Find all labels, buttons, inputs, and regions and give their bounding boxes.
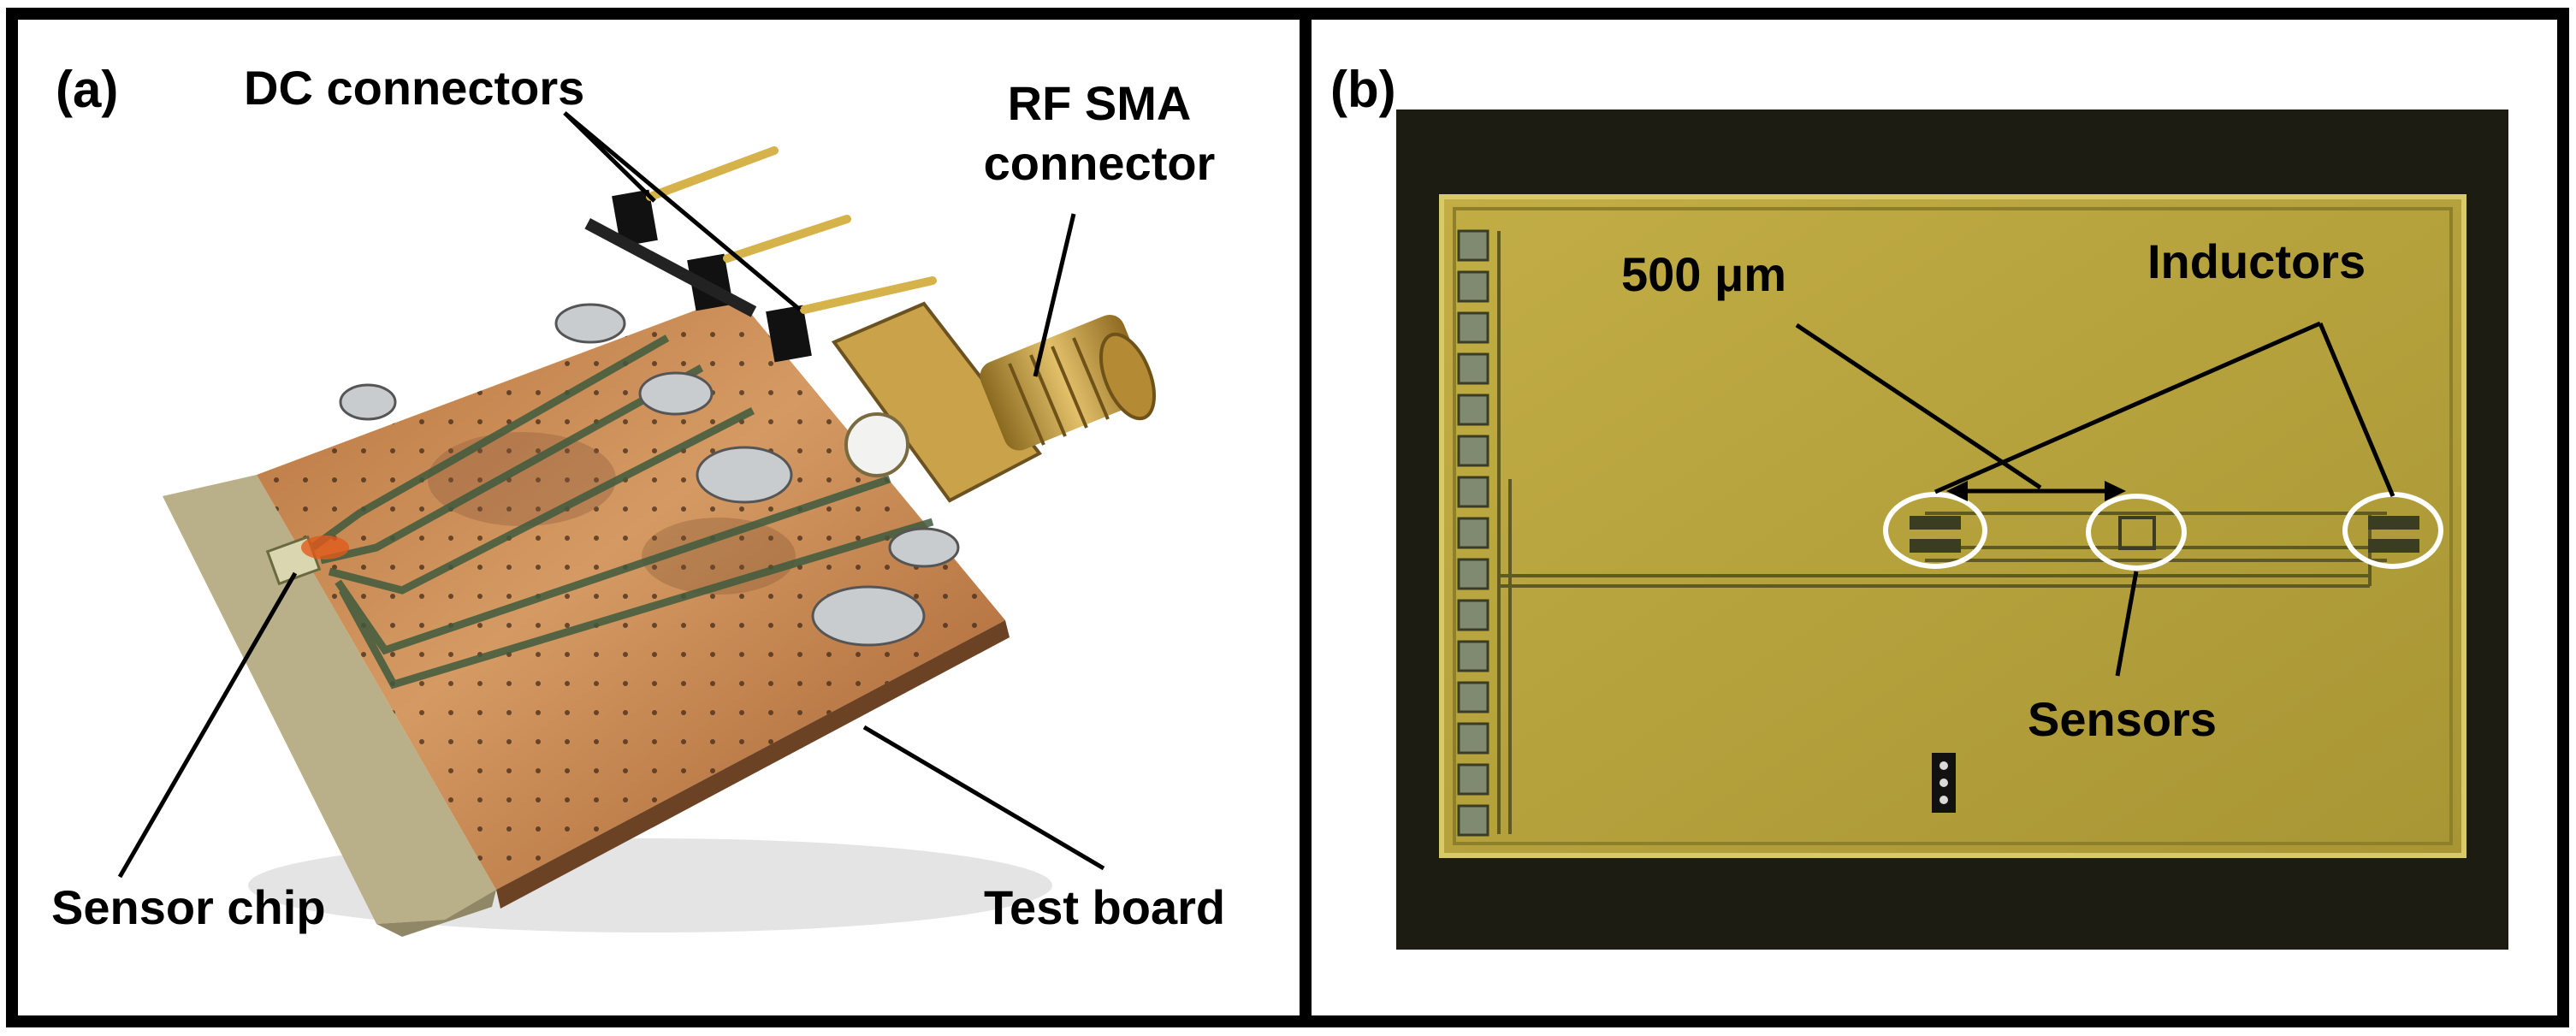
label-inductors: Inductors: [2147, 234, 2366, 288]
pad-column: [1457, 229, 1489, 837]
substrate-edge: [163, 475, 496, 924]
label-sensors: Sensors: [2028, 692, 2217, 746]
label-rf-sma: RF SMA: [1008, 76, 1192, 130]
panel-b-callouts: [1795, 321, 2395, 677]
label-dc-connectors: DC connectors: [244, 61, 584, 115]
label-connector: connector: [984, 136, 1216, 190]
panel-b-label: (b): [1330, 61, 1396, 118]
scale-arrow: [1946, 481, 2126, 501]
label-test-board: Test board: [984, 880, 1225, 934]
sma-connector: [831, 301, 1156, 503]
panel-a-callouts: [117, 111, 1105, 879]
panel-a-label: (a): [56, 61, 118, 118]
circle-sensor: [2086, 494, 2187, 571]
label-scale: 500 μm: [1621, 247, 1786, 301]
label-sensor-chip: Sensor chip: [51, 880, 326, 934]
panel-b-micrograph: [1396, 110, 2508, 950]
circle-inductor-left: [1883, 492, 1987, 569]
dc-connector-pins: [584, 146, 937, 363]
panel-a-photo: [163, 146, 1156, 937]
